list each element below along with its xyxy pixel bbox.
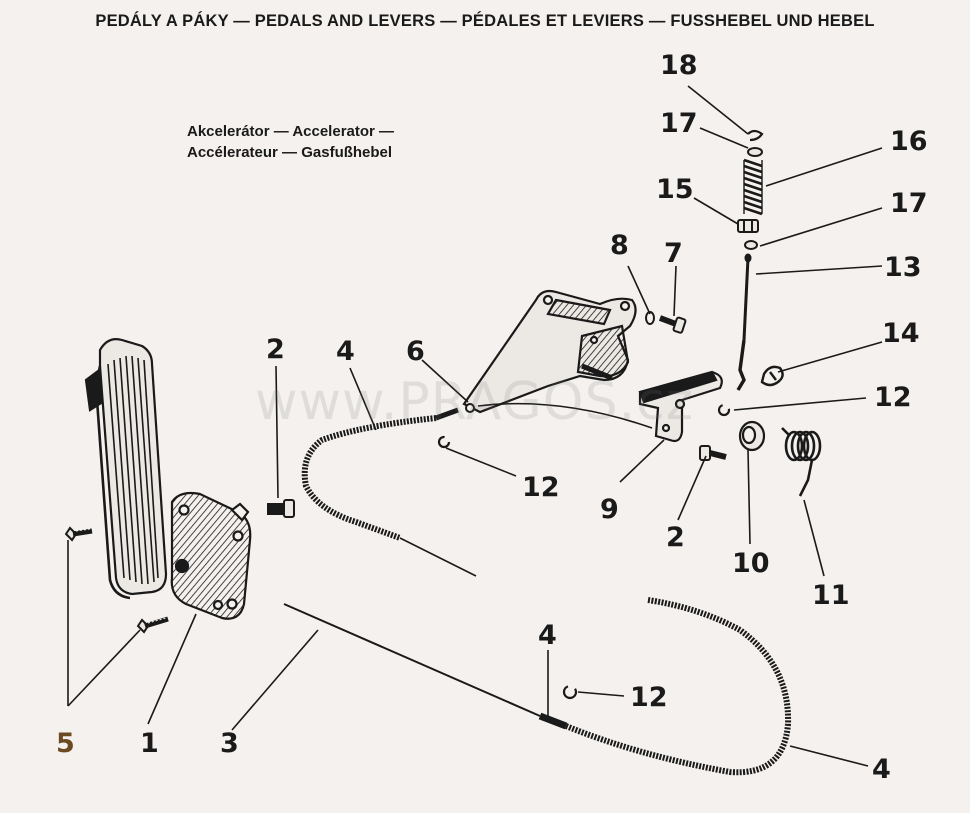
cable-4-upper	[301, 402, 653, 577]
throttle-wire-3	[283, 603, 541, 717]
callout-17-upper: 17	[660, 108, 698, 139]
coil-spring-16	[743, 158, 763, 216]
callout-6: 6	[406, 336, 425, 367]
callout-15: 15	[656, 174, 694, 205]
callout-4-middle: 4	[538, 620, 557, 651]
leader-lines	[67, 85, 883, 767]
pull-rod-13	[736, 253, 752, 391]
throttle-lever	[638, 370, 723, 443]
clip-14	[760, 365, 784, 387]
screw-5-lower	[136, 616, 169, 634]
mounting-bracket	[462, 289, 637, 414]
callout-1: 1	[140, 728, 159, 759]
circlip-12-a	[437, 435, 451, 449]
clip-18	[747, 129, 764, 142]
circlip-12-b	[717, 403, 731, 417]
nut-15	[737, 219, 759, 233]
callout-12-c: 12	[630, 682, 668, 713]
callout-12-b: 12	[874, 382, 912, 413]
screw-2-right	[699, 445, 727, 461]
washer-17-upper	[747, 147, 763, 157]
callout-12-a: 12	[522, 472, 560, 503]
callout-7: 7	[664, 238, 683, 269]
cable-4-lower	[283, 597, 792, 776]
washer-17-lower	[744, 240, 758, 250]
callout-2-left: 2	[266, 334, 285, 365]
callout-8: 8	[610, 230, 629, 261]
bolt-7	[658, 315, 687, 334]
pedal-base-plate	[170, 491, 252, 620]
callout-11: 11	[812, 580, 850, 611]
callout-14: 14	[882, 318, 920, 349]
circlip-12-c	[562, 684, 578, 700]
callout-4-upper: 4	[336, 336, 355, 367]
subtitle-line-2: Accélerateur — Gasfußhebel	[187, 144, 393, 161]
callout-5: 5	[56, 728, 75, 759]
page-title: PEDÁLY A PÁKY — PEDALS AND LEVERS — PÉDA…	[95, 12, 875, 30]
callout-18: 18	[660, 50, 698, 81]
diagram-subtitle: Akcelerátor — Accelerator — Accélerateur…	[187, 121, 394, 163]
bushing-10	[738, 420, 766, 452]
screw-5-upper	[64, 526, 93, 542]
callout-17-lower: 17	[890, 188, 928, 219]
callout-labels: 18 17 16 15 17 8 7 13 14 6 4 2 12 12 9 2…	[56, 50, 928, 785]
callout-4-lower: 4	[872, 754, 891, 785]
accelerator-pedal	[84, 338, 168, 600]
subtitle-line-1: Akcelerátor — Accelerator —	[187, 123, 395, 140]
callout-3: 3	[220, 728, 239, 759]
callout-10: 10	[732, 548, 770, 579]
callout-9: 9	[600, 494, 619, 525]
callout-2-right: 2	[666, 522, 685, 553]
callout-13: 13	[884, 252, 922, 283]
washer-8	[645, 311, 655, 325]
screw-2-left	[267, 499, 295, 518]
torsion-spring-11	[781, 427, 822, 497]
callout-16: 16	[890, 126, 928, 157]
